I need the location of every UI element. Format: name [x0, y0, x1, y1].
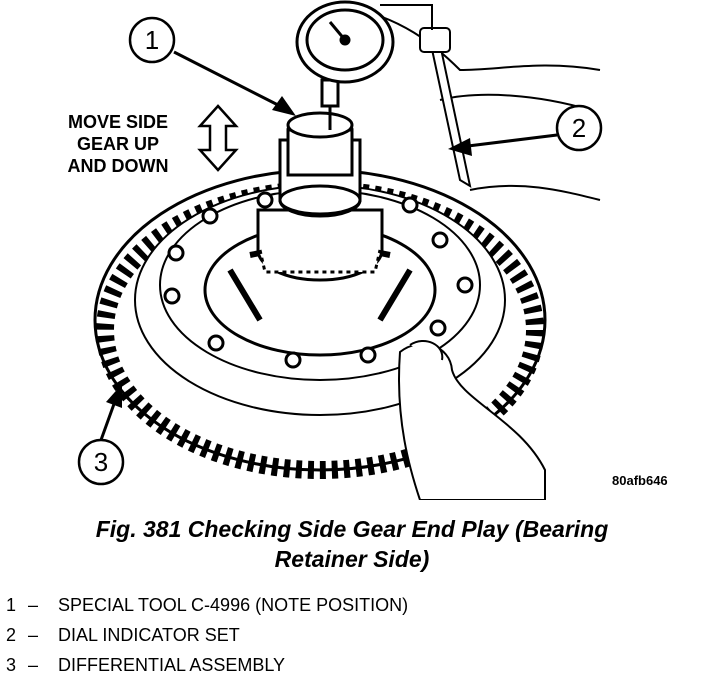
figure-caption: Fig. 381 Checking Side Gear End Play (Be… — [0, 514, 704, 574]
motion-label-line-1: MOVE SIDE — [68, 112, 168, 132]
legend-separator: – — [28, 595, 39, 615]
image-code: 80afb646 — [612, 473, 668, 488]
svg-text:2: 2 — [572, 113, 586, 143]
legend-separator: – — [28, 655, 39, 675]
legend-item: 3 – DIFFERENTIAL ASSEMBLY — [6, 650, 408, 680]
legend-number: 3 — [6, 655, 17, 675]
callout-3: 3 — [77, 384, 125, 486]
svg-text:3: 3 — [94, 447, 108, 477]
motion-label-line-2: GEAR UP — [77, 134, 159, 154]
svg-text:1: 1 — [145, 25, 159, 55]
legend-text: DIFFERENTIAL ASSEMBLY — [58, 655, 286, 675]
legend-list: 1 – SPECIAL TOOL C-4996 (NOTE POSITION) … — [6, 590, 408, 680]
callout-2: 2 — [448, 104, 603, 156]
differential-illustration: MOVE SIDE GEAR UP AND DOWN 1 2 3 80afb64… — [68, 0, 668, 500]
legend-item: 2 – DIAL INDICATOR SET — [6, 620, 408, 650]
legend-number: 2 — [6, 625, 17, 645]
callout-1: 1 — [128, 16, 296, 116]
dial-indicator — [295, 0, 395, 130]
caption-line-2: Retainer Side) — [274, 546, 430, 572]
legend-item: 1 – SPECIAL TOOL C-4996 (NOTE POSITION) — [6, 590, 408, 620]
caption-line-1: Fig. 381 Checking Side Gear End Play (Be… — [95, 516, 609, 542]
motion-label-line-3: AND DOWN — [68, 156, 169, 176]
legend-text: SPECIAL TOOL C-4996 (NOTE POSITION) — [58, 595, 409, 615]
legend-number: 1 — [6, 595, 17, 615]
special-tool-c4996 — [256, 111, 384, 282]
hand-foreground — [398, 340, 546, 500]
motion-label: MOVE SIDE GEAR UP AND DOWN — [68, 112, 169, 176]
legend-text: DIAL INDICATOR SET — [58, 625, 240, 645]
up-down-arrow-icon — [197, 104, 239, 172]
ring-gear-bolts — [163, 191, 474, 369]
hand-background — [359, 4, 601, 201]
legend-separator: – — [28, 625, 39, 645]
